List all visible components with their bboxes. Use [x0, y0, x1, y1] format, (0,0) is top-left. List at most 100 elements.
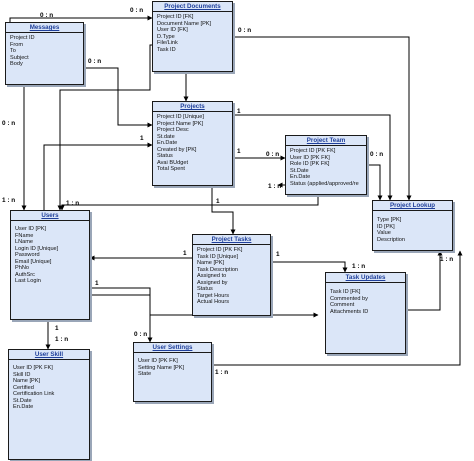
attribute: From [10, 41, 24, 48]
rel-messages-projects [84, 67, 153, 128]
entity-title: Task Updates [326, 273, 405, 283]
entity-user-settings[interactable]: User Settings User ID [PK FK] Setting Na… [133, 342, 212, 402]
entity-title: Project Tasks [193, 235, 270, 245]
attribute: Commented by [330, 295, 368, 302]
rel-team-users [59, 195, 319, 211]
attribute: St.date [157, 133, 175, 140]
attribute: Assigned by [197, 279, 228, 286]
attribute: Role ID [PK FK] [290, 161, 330, 167]
attribute: Actual Hours [197, 299, 230, 305]
cardinality-label: 1 [276, 251, 280, 258]
attribute: Setting Name [PK] [138, 364, 185, 371]
attribute: User ID [FK] [157, 27, 188, 33]
attribute: Project ID [PK FK] [290, 148, 336, 154]
entity-title: Project Documents [153, 2, 232, 12]
attribute: Comment [330, 302, 355, 308]
attribute: Project ID [FK] [157, 14, 194, 20]
attribute: En.Date [157, 140, 178, 146]
cardinality-label: 1 [237, 108, 241, 115]
cardinality-label: 0 : n [88, 58, 102, 65]
attribute: D.Type [157, 33, 175, 40]
rel-updates-lookup [406, 250, 443, 311]
entity-title: Projects [153, 102, 232, 112]
attribute: Project ID [10, 35, 35, 41]
attribute: Task ID [FK] [330, 289, 361, 295]
entity-project-lookup[interactable]: Project Lookup Type [PK] ID [PK] Value D… [372, 200, 453, 251]
entity-messages[interactable]: Messages Project ID From To Subject Body [5, 22, 84, 85]
cardinality-label: 0 : n [2, 120, 16, 127]
attribute: User ID [PK] [15, 226, 47, 232]
attribute: Certified [13, 384, 34, 391]
cardinality-label: 0 : n [370, 151, 384, 158]
entity-task-updates[interactable]: Task Updates Task ID [FK] Commented by C… [325, 272, 406, 354]
attribute: Certification Link [13, 391, 55, 397]
attribute: Target Hours [197, 292, 230, 299]
cardinality-label: 1 : n [55, 336, 69, 343]
rel-messages-documents [9, 15, 153, 22]
attribute: FName [15, 232, 34, 239]
attribute: Avai BUdget [157, 159, 188, 166]
attribute: Name [PK] [197, 260, 225, 266]
cardinality-label: 1 [237, 148, 241, 155]
attribute: Status [157, 153, 173, 159]
attribute: User ID [PK FK] [138, 358, 178, 364]
entity-title: User Settings [134, 343, 211, 353]
attribute: Attachments ID [330, 308, 369, 315]
attribute: Status (applied/approved/re [290, 180, 359, 187]
rel-users-projects [43, 142, 153, 210]
attribute: Description [377, 236, 405, 243]
attribute-list: User ID [PK FK] Setting Name [PK] State [134, 353, 211, 378]
attribute: Subject [10, 54, 29, 61]
cardinality-label: 0 : n [266, 151, 280, 158]
attribute: Project ID [Unique] [157, 114, 204, 120]
attribute-list: Project ID [FK] Document Name [PK] User … [153, 12, 232, 53]
attribute-list: Project ID From To Subject Body [6, 33, 83, 68]
attribute: State [138, 371, 152, 377]
attribute: St.Date [290, 167, 309, 174]
attribute: En.Date [13, 404, 34, 410]
cardinality-label: 1 : n [352, 263, 366, 270]
attribute-list: User ID [PK] FName LName Login ID [Uniqu… [11, 221, 89, 285]
entity-project-documents[interactable]: Project Documents Project ID [FK] Docume… [152, 1, 233, 72]
attribute: Task ID [Unique] [197, 253, 239, 260]
cardinality-label: 0 : n [40, 12, 54, 19]
entity-project-team[interactable]: Project Team Project ID [PK FK] User ID … [285, 135, 367, 195]
rel-documents-users [57, 44, 152, 211]
attribute: Email [Unique] [15, 258, 52, 265]
cardinality-label: 1 : n [268, 183, 282, 190]
cardinality-label: 1 [216, 198, 220, 205]
attribute: Total Spent [157, 166, 185, 172]
rel-projects-lookup [233, 114, 393, 201]
attribute: Task Description [197, 266, 239, 273]
attribute: User ID [PK FK] [290, 154, 330, 161]
attribute-list: Type [PK] ID [PK] Value Description [373, 211, 452, 243]
attribute: Project Name [PK] [157, 120, 204, 127]
entity-title: Messages [6, 23, 83, 33]
attribute-list: Project ID [PK FK] User ID [PK FK] Role … [286, 146, 366, 187]
cardinality-label: 1 : n [66, 200, 80, 207]
cardinality-label: 1 : n [2, 197, 16, 204]
cardinality-label: 1 : n [440, 256, 454, 263]
attribute: Skill ID [13, 371, 31, 378]
attribute: ID [PK] [377, 223, 395, 230]
attribute: Status [197, 286, 213, 292]
attribute: PhNo [15, 265, 29, 271]
entity-user-skill[interactable]: User Skill User ID [PK FK] Skill ID Name… [8, 349, 90, 460]
attribute-list: Project ID [PK FK] Task ID [Unique] Name… [193, 245, 270, 306]
entity-title: Project Lookup [373, 201, 452, 211]
entity-projects[interactable]: Projects Project ID [Unique] Project Nam… [152, 101, 233, 186]
attribute: Document Name [PK] [157, 20, 212, 27]
attribute: En.Date [290, 174, 311, 180]
cardinality-label: 1 : n [215, 369, 229, 376]
cardinality-label: 1 [183, 250, 187, 257]
cardinality-label: 0 : n [238, 27, 252, 34]
attribute: Assigned to [197, 273, 227, 279]
attribute: Name [PK] [13, 378, 41, 384]
entity-project-tasks[interactable]: Project Tasks Project ID [PK FK] Task ID… [192, 234, 271, 316]
cardinality-label: 1 [95, 280, 99, 287]
entity-users[interactable]: Users User ID [PK] FName LName Login ID … [10, 210, 90, 320]
attribute: Login ID [Unique] [15, 245, 59, 252]
attribute: To [10, 48, 16, 54]
